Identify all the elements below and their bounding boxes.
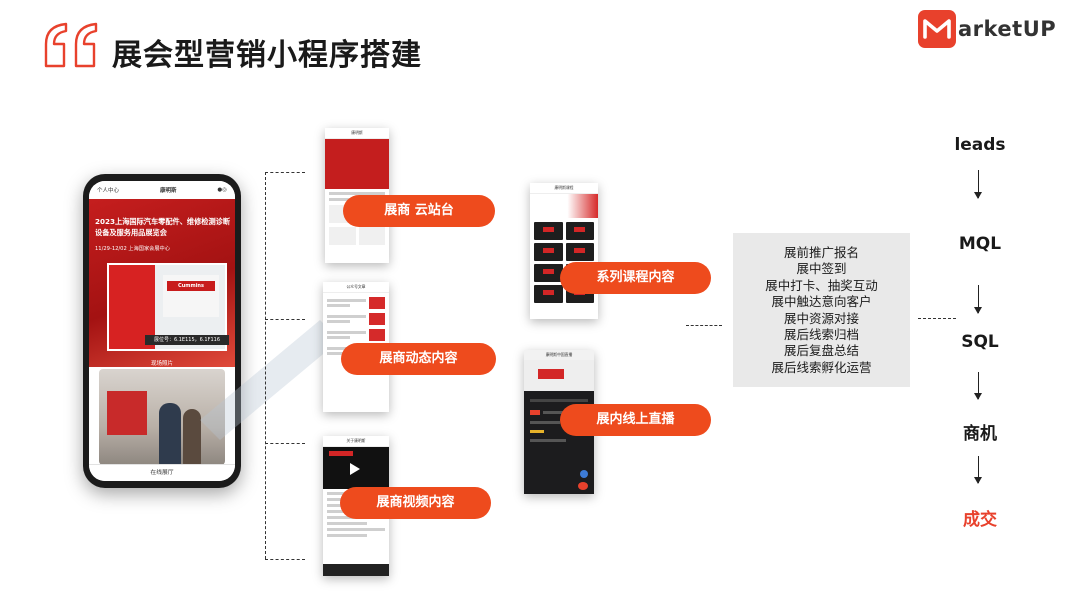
process-item: 展中触达意向客户 — [733, 294, 910, 310]
funnel-stage-leads: leads — [935, 135, 1025, 155]
funnel-stage-sql: SQL — [935, 332, 1025, 352]
connector-bottom — [265, 559, 305, 560]
label-yunzhantai: 展商 云站台 — [343, 195, 495, 227]
connector-to-dongtai — [265, 319, 305, 320]
process-item: 展前推广报名 — [733, 245, 910, 261]
expo-title: 2023上海国际汽车零配件、维修检测诊断设备及服务用品展览会 — [95, 217, 231, 238]
mini-screen-kecheng: 康明斯课程 — [530, 183, 598, 319]
label-kecheng: 系列课程内容 — [560, 262, 711, 294]
mini-screen-header: 康明斯中国直播 — [524, 350, 594, 361]
label-dongtai: 展商动态内容 — [341, 343, 496, 375]
funnel-stage-opportunity: 商机 — [935, 419, 1025, 444]
down-arrow-icon — [978, 372, 979, 399]
process-item: 展后复盘总结 — [733, 343, 910, 359]
mini-screen-header: 康明斯课程 — [530, 183, 598, 194]
phone-status-bar: 个人中心 康明斯 ●◎ — [89, 181, 235, 199]
logo-m-icon — [918, 10, 956, 48]
personal-center-link[interactable]: 个人中心 — [97, 186, 119, 194]
menu-dots-icon[interactable]: ●◎ — [217, 187, 227, 193]
process-item: 展中资源对接 — [733, 311, 910, 327]
process-item: 展后线索孵化运营 — [733, 360, 910, 376]
page-title: 展会型营销小程序搭建 — [112, 30, 422, 74]
connector-left-vertical — [265, 172, 266, 559]
process-list-box: 展前推广报名 展中签到 展中打卡、抽奖互动 展中触达意向客户 展中资源对接 展后… — [733, 233, 910, 387]
process-item: 展中签到 — [733, 261, 910, 277]
connector-to-yunzhantai — [265, 172, 305, 173]
expo-date-venue: 11/29-12/02 上海国家会展中心 — [95, 245, 170, 252]
connector-to-process — [686, 325, 722, 326]
mini-screen-header: 康明斯 — [325, 128, 389, 139]
quote-mark-icon — [42, 22, 102, 68]
label-zhibo: 展内线上直播 — [560, 404, 711, 436]
booth-brand-sign: Cummins — [167, 281, 215, 291]
projection-wedge — [200, 300, 340, 460]
process-item: 展后线索归档 — [733, 327, 910, 343]
brand-logo: arketUP — [918, 10, 1056, 48]
funnel-stage-deal: 成交 — [935, 505, 1025, 530]
label-shipin: 展商视频内容 — [340, 487, 491, 519]
connector-to-funnel — [918, 318, 956, 319]
mini-screen-header: 关于康明斯 — [323, 436, 389, 447]
down-arrow-icon — [978, 285, 979, 313]
funnel-stage-mql: MQL — [935, 234, 1025, 254]
down-arrow-icon — [978, 456, 979, 483]
connector-to-shipin — [265, 443, 305, 444]
logo-text: arketUP — [958, 17, 1056, 41]
down-arrow-icon — [978, 170, 979, 198]
process-item: 展中打卡、抽奖互动 — [733, 278, 910, 294]
phone-app-title: 康明斯 — [160, 186, 177, 194]
mini-screen-header: 公众号文章 — [323, 282, 389, 293]
online-hall-tab[interactable]: 在线展厅 — [89, 464, 235, 481]
